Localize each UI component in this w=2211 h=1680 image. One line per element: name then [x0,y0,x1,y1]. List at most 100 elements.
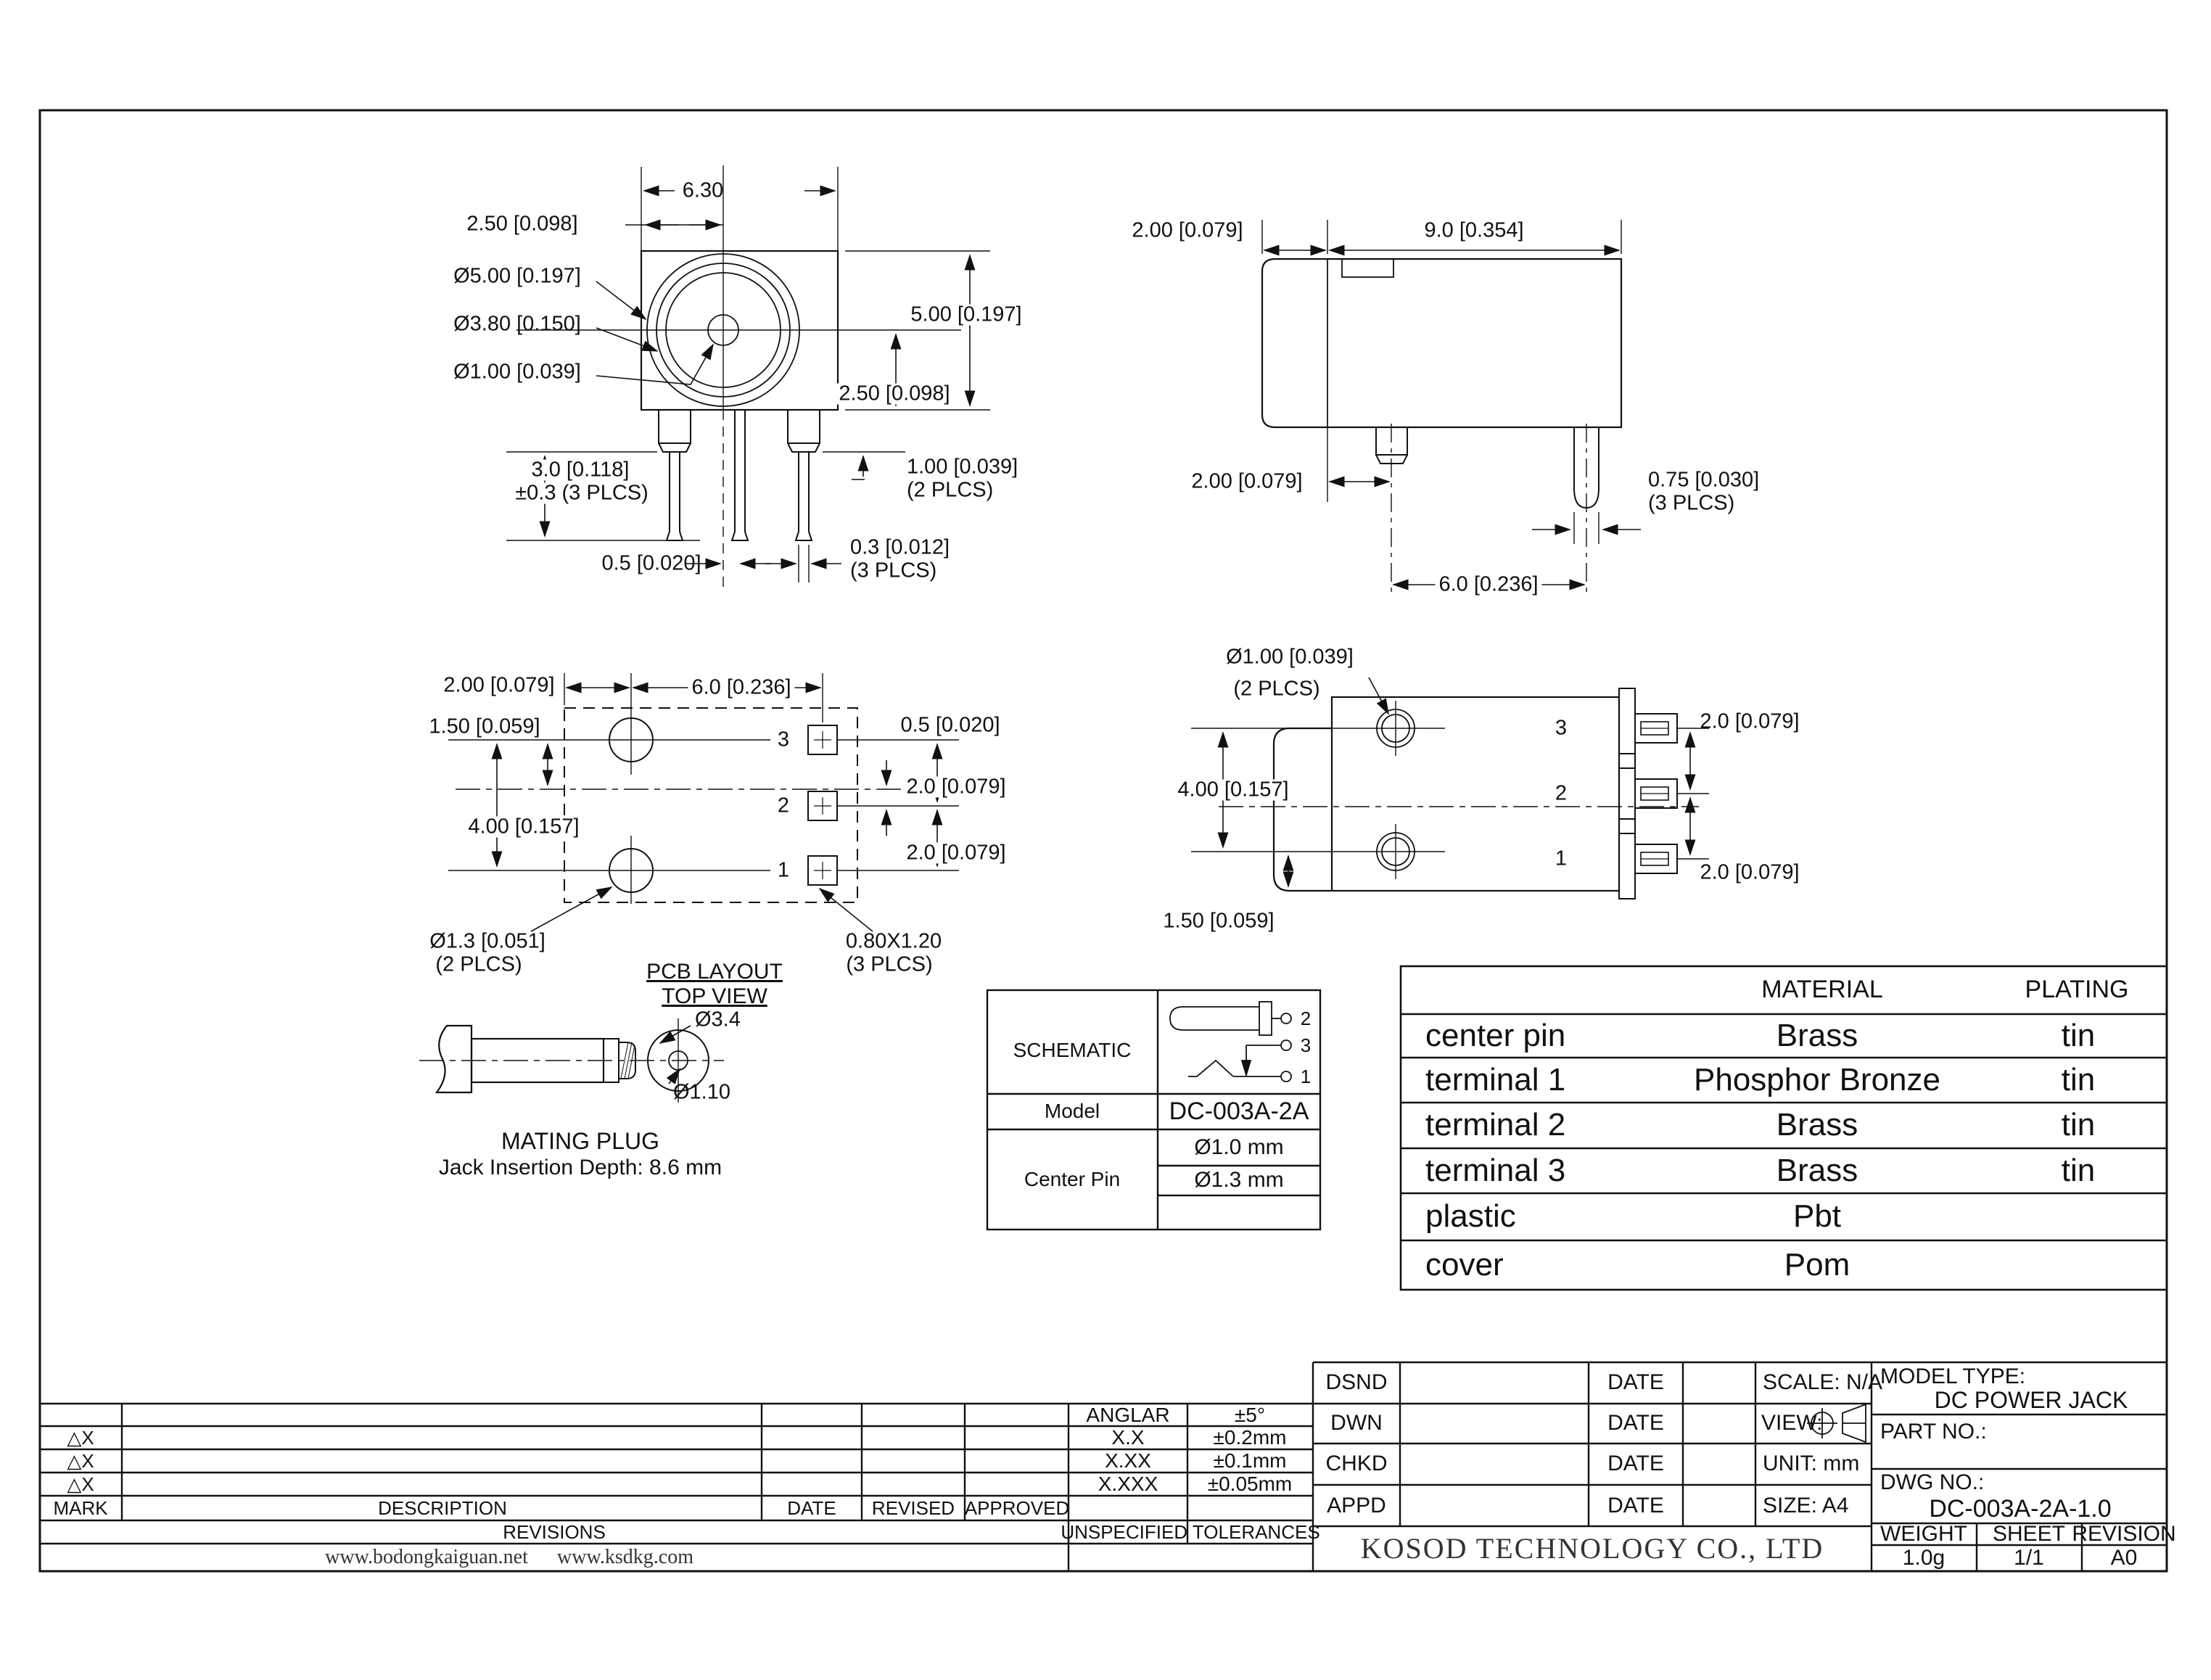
plug-dia-sleeve-dim: Ø3.4 [695,1008,741,1032]
side-pin-width-note: (3 PLCS) [1648,491,1735,515]
schematic-row-label: SCHEMATIC [1013,1039,1132,1061]
tol-x-label: X.X [1111,1426,1145,1449]
tol-anglar-value: ±5° [1234,1404,1266,1426]
bottom-hole-span-dim: 4.00 [0.157] [1174,779,1293,801]
front-shoulder-note: (2 PLCS) [907,478,994,502]
material-row-part: terminal 3 [1425,1153,1566,1188]
revision-mark-1: △X [67,1427,94,1449]
schematic-symbol [1169,1001,1292,1082]
front-dia-center-pin-dim: Ø1.00 [0.039] [453,360,581,384]
material-row-material: Brass [1776,1107,1858,1142]
front-dia-inner-dim: Ø3.80 [0.150] [453,312,581,336]
bottom-pitch-upper-dim: 2.0 [0.079] [1700,709,1800,733]
date-header: DATE [787,1497,836,1519]
pcb-hole-note: Ø1.3 [0.051] [429,929,545,953]
side-pin-pitch-dim: 6.0 [0.236] [1435,574,1542,596]
dwn-label: DWN [1330,1411,1383,1435]
center-pin-dia1-value: Ø1.0 mm [1194,1135,1284,1159]
bottom-pitch-lower-dim: 2.0 [0.079] [1700,860,1800,884]
bottom-pin1-label: 1 [1555,847,1568,870]
tol-anglar-label: ANGLAR [1086,1404,1170,1426]
model-type-label: MODEL TYPE: [1880,1364,2026,1388]
sheet-header: SHEET [1992,1522,2066,1546]
company-name: KOSOD TECHNOLOGY CO., LTD [1360,1532,1824,1565]
description-header: DESCRIPTION [378,1497,507,1519]
side-cover-width-dim: 2.00 [0.079] [1132,218,1243,242]
dsnd-date-label: DATE [1607,1370,1664,1394]
dwg-no-value: DC-003A-2A-1.0 [1929,1495,2112,1523]
weight-header: WEIGHT [1880,1522,1967,1546]
approved-header: APPROVED [964,1497,1070,1519]
appd-label: APPD [1327,1494,1386,1518]
pcb-pin1-label: 1 [777,858,790,882]
material-row-material: Brass [1776,1153,1858,1188]
material-row-part: terminal 2 [1425,1107,1566,1142]
appd-date-label: DATE [1607,1494,1664,1518]
bottom-view-linework [1191,677,1709,899]
revisions-title: REVISIONS [503,1521,606,1543]
chkd-date-label: DATE [1607,1452,1664,1475]
schematic-table-linework [986,989,1322,1231]
website-2: www.ksdkg.com [557,1546,693,1568]
dwn-date-label: DATE [1607,1411,1664,1435]
pcb-caption-line2: TOP VIEW [662,984,767,1008]
tol-xxx-label: X.XXX [1098,1473,1158,1495]
pcb-hole-offset-y-dim: 1.50 [0.059] [429,715,540,738]
pcb-pin3-label: 3 [777,728,790,752]
plating-column-header: PLATING [2025,976,2129,1003]
front-pin-length-tol: ±0.3 (3 PLCS) [511,482,652,504]
schematic-pin3-label: 3 [1300,1034,1312,1056]
material-row-plating: tin [2061,1153,2096,1188]
schematic-pin2-label: 2 [1300,1008,1312,1029]
size-label: SIZE: A4 [1763,1494,1849,1518]
sheet-value: 1/1 [2014,1546,2044,1570]
chkd-label: CHKD [1325,1452,1388,1475]
mating-plug-linework [419,1018,724,1103]
front-view-linework [506,165,990,591]
bottom-hole-note: Ø1.00 [0.039] [1226,645,1354,669]
front-dia-outer-dim: Ø5.00 [0.197] [453,264,581,288]
material-row-plating: tin [2061,1018,2096,1053]
pcb-slot-note: 0.80X1.20 [845,929,942,953]
front-shoulder-dim: 1.00 [0.039] [907,455,1018,479]
material-row-material: Brass [1776,1018,1858,1053]
pcb-hole-offset-x-dim: 2.00 [0.079] [443,673,555,697]
pcb-hole-note-2: (2 PLCS) [435,952,522,976]
pcb-pad-pitch-upper-dim: 2.0 [0.079] [902,776,1010,798]
material-row-material: Phosphor Bronze [1694,1062,1940,1098]
part-no-label: PART NO.: [1880,1420,1987,1444]
side-body-width-dim: 9.0 [0.354] [1424,218,1524,242]
front-height-dim: 5.00 [0.197] [907,304,1026,326]
material-row-part: cover [1425,1247,1504,1282]
front-width-dim: 6.30 [682,178,724,202]
material-row-part: center pin [1425,1018,1566,1053]
material-row-part: terminal 1 [1425,1062,1566,1098]
website-1: www.bodongkaiguan.net [325,1546,528,1568]
unit-label: UNIT: mm [1763,1452,1860,1475]
plug-dia-pin-dim: Ø1.10 [673,1080,730,1104]
bottom-hole-note-2: (2 PLCS) [1233,677,1320,701]
front-pin-thickness-dim: 0.3 [0.012] [850,535,950,559]
mark-header: MARK [53,1497,108,1519]
pcb-pitch-x-dim: 6.0 [0.236] [688,677,795,699]
center-pin-row-label: Center Pin [1024,1168,1121,1190]
scale-label: SCALE: N/A [1763,1370,1883,1394]
bottom-pin2-label: 2 [1555,781,1568,805]
tol-xx-value: ±0.1mm [1213,1449,1287,1472]
model-value: DC-003A-2A [1169,1098,1309,1125]
front-pin-length-dim: 3.0 [0.118] [527,459,633,481]
material-table-linework [1399,965,2168,1291]
front-half-width-dim: 2.50 [0.098] [466,212,578,236]
front-pin-thickness-note: (3 PLCS) [850,559,937,582]
pcb-layout-linework [448,673,959,932]
center-pin-dia2-value: Ø1.3 mm [1194,1168,1284,1192]
material-row-part: plastic [1425,1198,1516,1234]
front-half-height-dim: 2.50 [0.098] [835,383,954,405]
projection-view-icon [1807,1403,1866,1444]
weight-value: 1.0g [1902,1546,1946,1570]
bottom-edge-offset-dim: 1.50 [0.059] [1163,909,1275,933]
side-pin-offset-dim: 2.00 [0.079] [1191,469,1303,493]
view-label: VIEW: [1761,1411,1823,1435]
